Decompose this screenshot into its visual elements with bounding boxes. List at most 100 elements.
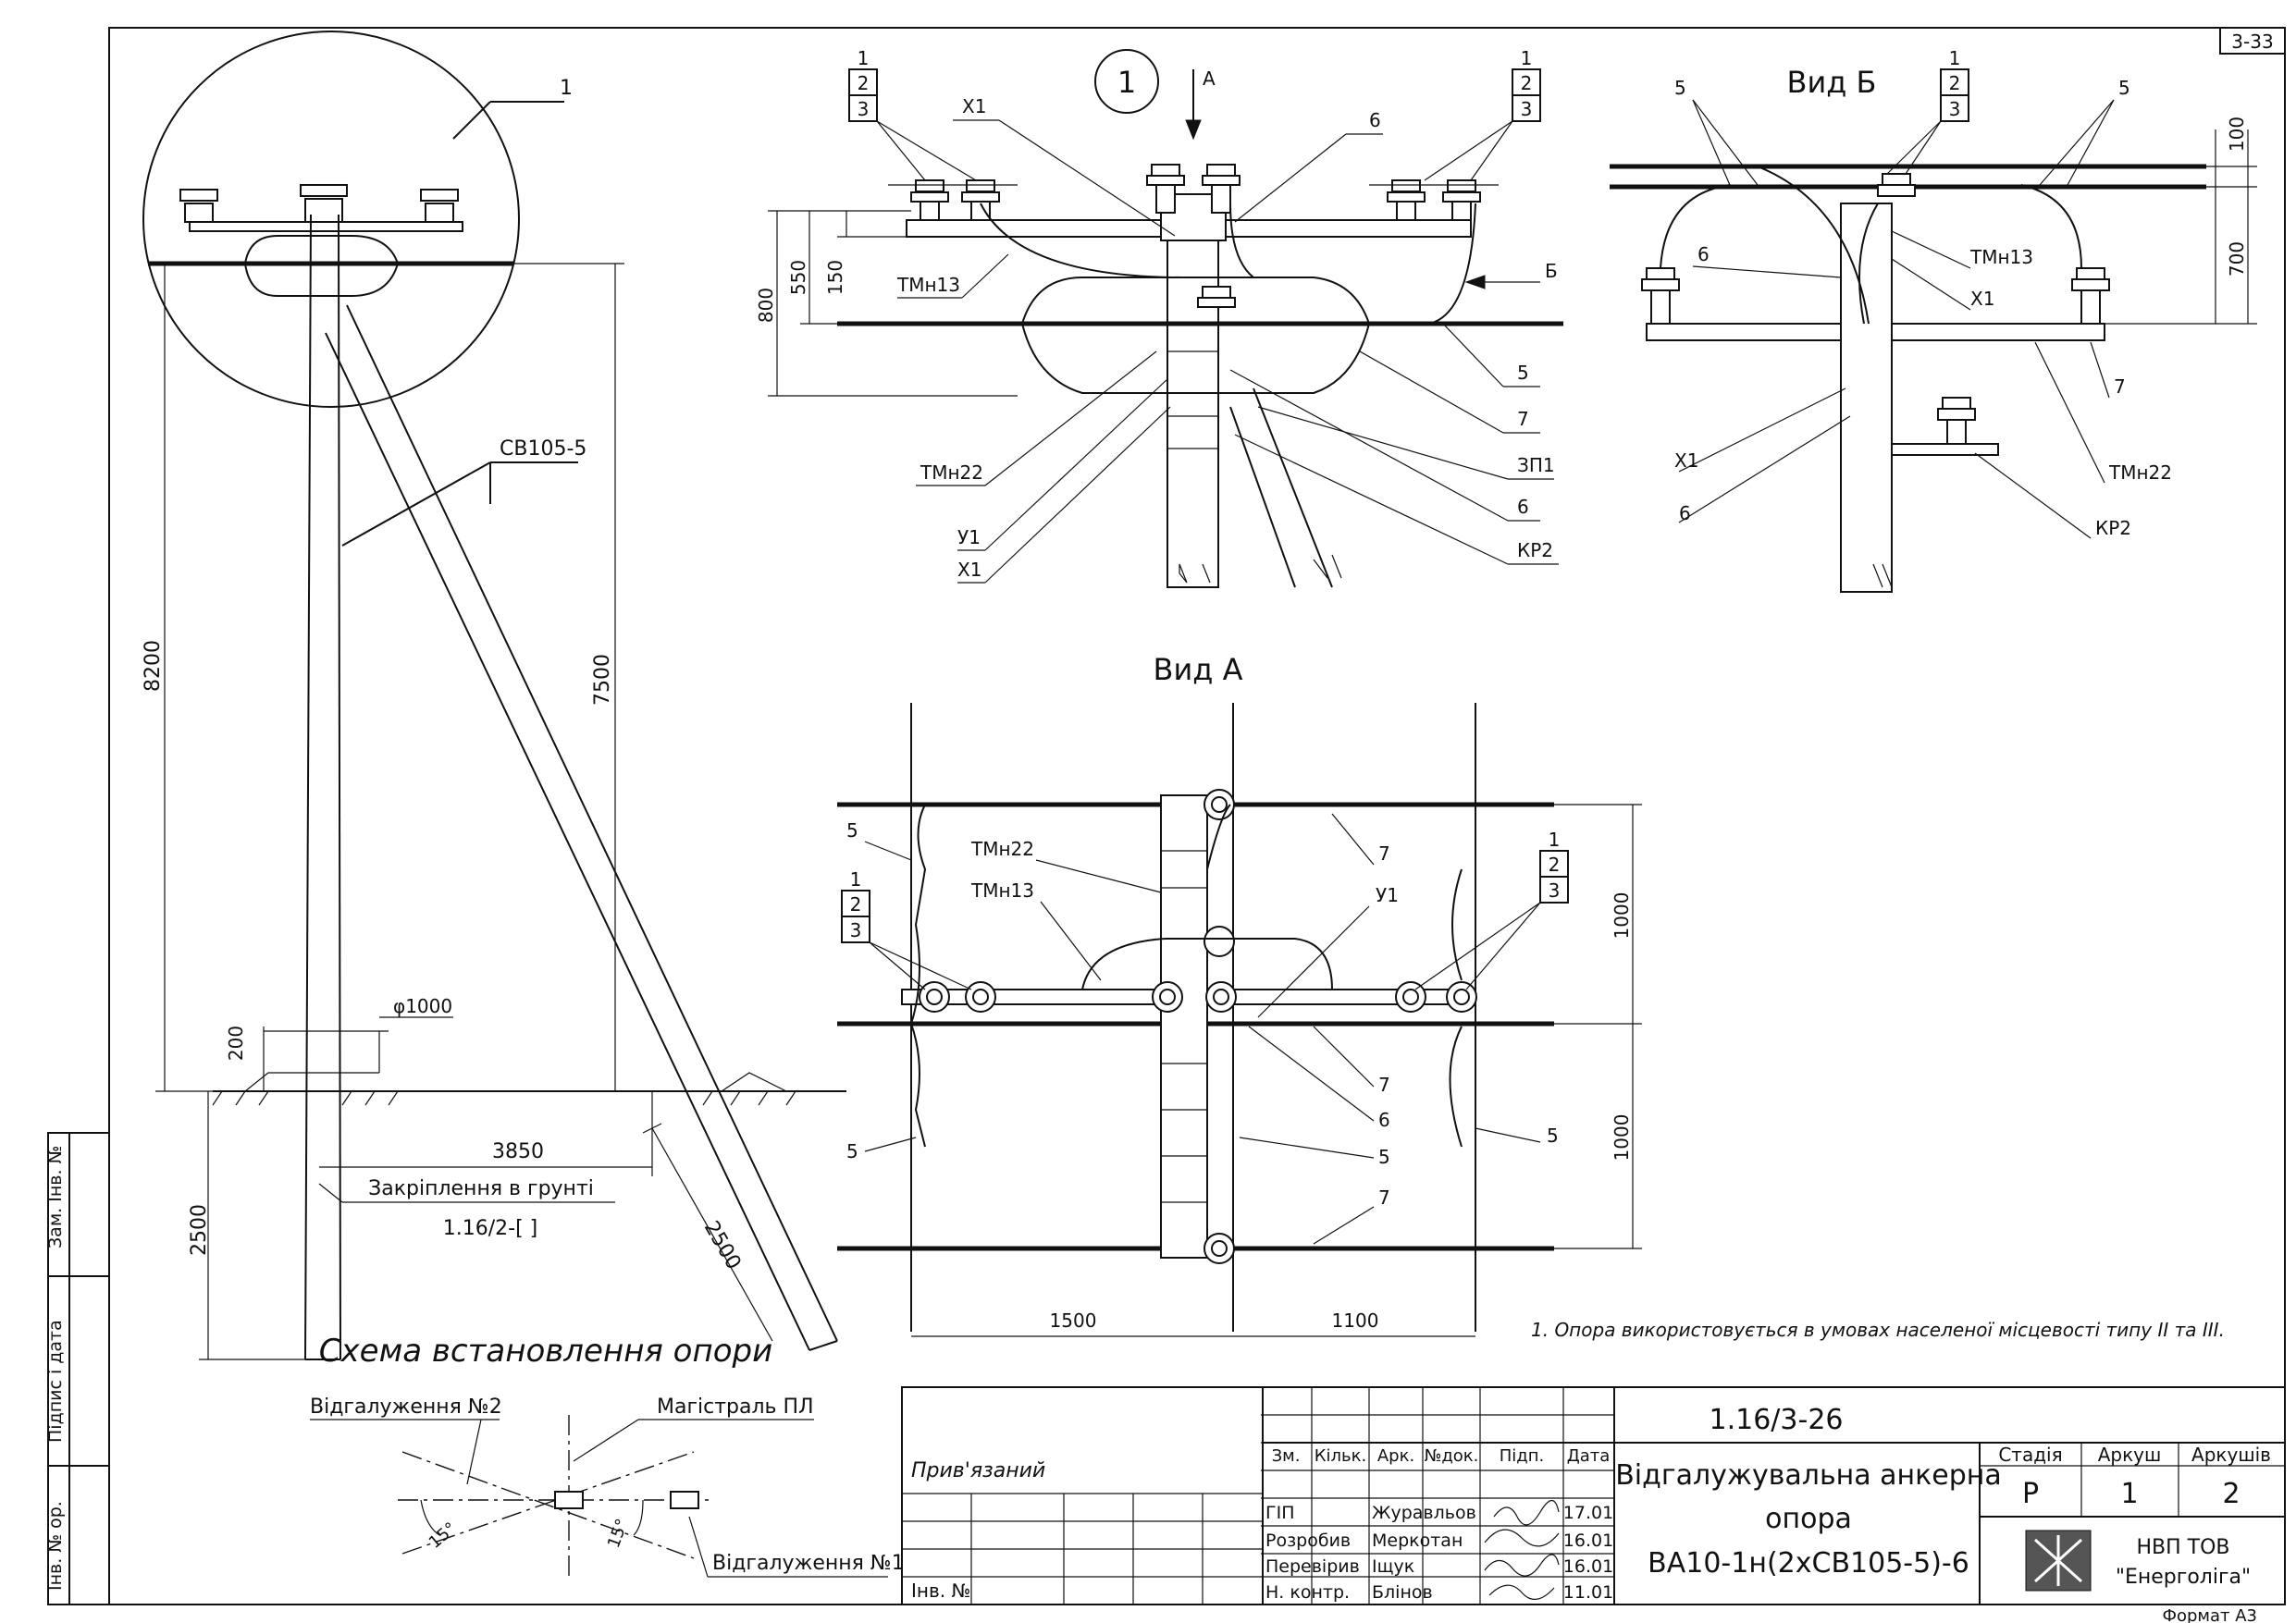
callout-number: 1 — [1117, 65, 1136, 100]
x1-label-top: Х1 — [962, 95, 986, 117]
n6-label-va: 6 — [1378, 1109, 1390, 1131]
row3-date: 11.01 — [1563, 1582, 1613, 1603]
callout-123-vb: 1 2 3 — [1886, 47, 1969, 175]
zp1-label: ЗП1 — [1517, 454, 1555, 476]
hdr-pidp: Підп. — [1500, 1446, 1544, 1466]
signature-date-label: Підпис і дата — [45, 1320, 66, 1443]
hdr-ark: Арк. — [1377, 1446, 1414, 1466]
sheets-value: 2 — [2222, 1478, 2240, 1510]
u1-label-va: У1 — [1376, 884, 1399, 906]
hdr-kilk: Кільк. — [1315, 1446, 1367, 1466]
signature-icon — [1484, 1499, 1560, 1600]
sheet-label: Аркуш — [2098, 1444, 2162, 1466]
format-label: Формат А3 — [2162, 1606, 2257, 1623]
arrow-b-label: Б — [1545, 260, 1558, 282]
u1-label-detail: У1 — [957, 526, 981, 548]
title-block: 1.16/3-26 Прив'язаний Інв. № Зм. Кільк. … — [901, 1386, 2286, 1605]
inv-orig-label: Інв. № ор. — [45, 1501, 66, 1591]
row2-role: Перевірив — [1265, 1556, 1360, 1577]
sheet-code-box — [2219, 27, 2286, 55]
n7-label-detail: 7 — [1517, 408, 1529, 430]
svg-text:2: 2 — [858, 72, 870, 94]
n6-label-vb: 6 — [1697, 243, 1710, 265]
title-line1: Відгалужувальна анкерна — [1615, 1459, 2002, 1492]
insulator-icon — [919, 789, 1477, 1264]
dim-phi1000: φ1000 — [393, 995, 452, 1017]
row0-date: 17.01 — [1563, 1503, 1613, 1523]
n7-label-va-bottom: 7 — [1378, 1187, 1390, 1209]
scheme-title: Схема встановлення опори — [319, 1333, 772, 1370]
installation-scheme: 1 СВ105-5 8200 — [142, 31, 846, 1370]
view-a: Вид А 1000 1000 — [837, 652, 1642, 1337]
hdr-zm: Зм. — [1272, 1446, 1301, 1466]
inv-no-label: Інв. № — [911, 1580, 970, 1602]
callout-123-va-left: 1 2 3 — [841, 868, 972, 990]
title-line3: ВА10-1н(2хСВ105-5)-6 — [1648, 1547, 1969, 1580]
tmn22-label-detail: ТМн22 — [920, 461, 983, 484]
dim-1000-top: 1000 — [1611, 892, 1633, 940]
svg-text:1: 1 — [1549, 829, 1561, 851]
n7-label-vb: 7 — [2114, 375, 2126, 398]
fixing-label: Закріплення в грунті — [368, 1177, 594, 1200]
svg-text:2: 2 — [1549, 854, 1561, 876]
n6-label-top: 6 — [1369, 109, 1381, 131]
dim-550: 550 — [787, 260, 809, 295]
svg-text:1: 1 — [1949, 47, 1961, 69]
side-stamp: Зам. Інв. № Підпис і дата Інв. № ор. — [45, 1132, 110, 1605]
svg-text:3: 3 — [858, 98, 870, 120]
dim-100: 100 — [2226, 117, 2248, 152]
kr2-label-vb: КР2 — [2095, 517, 2131, 539]
svg-text:3: 3 — [1549, 879, 1561, 902]
dim-7500: 7500 — [591, 654, 614, 706]
view-b: Вид Б 100 700 5 5 1 2 — [1610, 47, 2257, 593]
dim-1100: 1100 — [1332, 1309, 1379, 1332]
tmn13-label-vb: ТМн13 — [1969, 246, 2033, 268]
svg-text:3: 3 — [1949, 98, 1961, 120]
arrow-a-label: А — [1203, 68, 1216, 90]
note-text: 1. Опора використовується в умовах насел… — [1531, 1319, 2225, 1341]
svg-text:1: 1 — [1521, 47, 1533, 69]
kr2-label-detail: КР2 — [1517, 539, 1553, 561]
dim-2500-inclined: 2500 — [699, 1217, 746, 1273]
n5-label-va-mid: 5 — [1378, 1146, 1390, 1168]
dim-700: 700 — [2226, 241, 2248, 277]
title-line2: опора — [1765, 1503, 1852, 1535]
row3-name: Блінов — [1372, 1582, 1433, 1603]
svg-text:1: 1 — [858, 47, 870, 69]
n5-label-va-bottom: 5 — [846, 1140, 858, 1162]
x1-label-bottom: Х1 — [957, 559, 981, 581]
dim-800: 800 — [755, 288, 777, 323]
stage-value: Р — [2022, 1478, 2039, 1510]
insulator-icon — [179, 184, 459, 223]
n6-label-vb-lower: 6 — [1679, 502, 1691, 524]
svg-text:1: 1 — [850, 868, 862, 891]
row1-role: Розробив — [1265, 1531, 1351, 1551]
zam-inv-label: Зам. Інв. № — [45, 1146, 66, 1248]
view-b-title: Вид Б — [1787, 65, 1877, 100]
row3-role: Н. контр. — [1265, 1582, 1350, 1603]
detail-circle — [142, 31, 520, 408]
view-a-title: Вид А — [1154, 652, 1243, 687]
hdr-data: Дата — [1567, 1446, 1611, 1466]
bound-label: Прив'язаний — [911, 1459, 1045, 1482]
dim-1000-bottom: 1000 — [1611, 1114, 1633, 1162]
row2-name: Іщук — [1372, 1556, 1414, 1577]
tmn22-label-va: ТМн22 — [970, 838, 1034, 860]
dim-150: 150 — [824, 260, 846, 295]
svg-text:2: 2 — [850, 893, 862, 916]
n5-label-vb-right: 5 — [2118, 77, 2130, 99]
doc-code: 1.16/3-26 — [1710, 1404, 1844, 1436]
sheet-value: 1 — [2120, 1478, 2138, 1510]
row0-role: ГІП — [1265, 1503, 1294, 1523]
n5-label-detail: 5 — [1517, 362, 1529, 384]
dim-8200: 8200 — [142, 640, 165, 692]
n7-label-va-mid: 7 — [1378, 1074, 1390, 1096]
company-line2: "Енерголіга" — [2116, 1566, 2251, 1589]
x1-label-vb: Х1 — [1970, 288, 1994, 310]
plan-scheme: 15° 15° Відгалуження №2 Магістраль ПЛ Ві… — [310, 1396, 905, 1581]
detail-1: 1 А — [755, 47, 1563, 588]
row1-name: Меркотан — [1372, 1531, 1463, 1551]
tmn22-label-vb: ТМн22 — [2108, 461, 2172, 484]
sheet-code: 3-33 — [2231, 31, 2273, 53]
